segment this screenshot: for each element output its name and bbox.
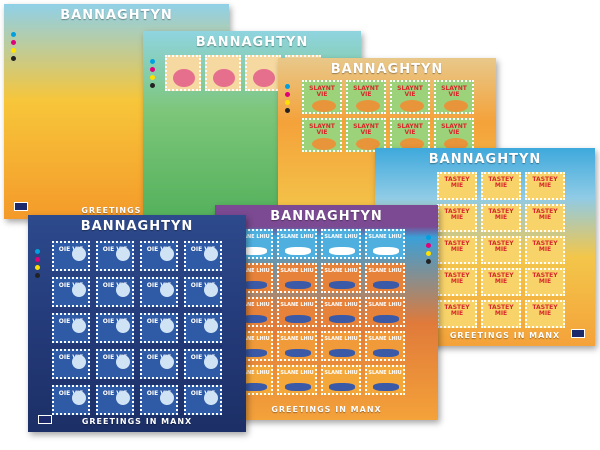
stamp bbox=[245, 55, 281, 91]
sheet-footer: GREETINGS IN MANX bbox=[449, 331, 561, 340]
isle-of-man-post-logo-icon bbox=[571, 329, 585, 338]
sheet-footer: GREETINGS IN MANX bbox=[81, 206, 192, 215]
stamp: OIE VIE bbox=[96, 241, 134, 271]
stamp-sheet-navy: BANNAGHTYN OIE VIE OIE VIE OIE VIE OIE V… bbox=[28, 215, 246, 432]
stamp: SLANE LHIU bbox=[277, 263, 317, 293]
stamp: OIE VIE bbox=[96, 313, 134, 343]
stamp: TASTEY MIE bbox=[481, 172, 521, 200]
stamp: OIE VIE bbox=[52, 241, 90, 271]
stamp: OIE VIE bbox=[184, 241, 222, 271]
stamp: SLANE LHIU bbox=[321, 365, 361, 395]
stamp: OIE VIE bbox=[96, 349, 134, 379]
stamp: SLANE LHIU bbox=[321, 263, 361, 293]
registration-dots-icon bbox=[426, 235, 431, 264]
stamp: TASTEY MIE bbox=[481, 300, 521, 328]
stamp: TASTEY MIE bbox=[525, 236, 565, 264]
stamp: SLAYNT VIE bbox=[390, 118, 430, 152]
stamp: TASTEY MIE bbox=[437, 172, 477, 200]
stamp: OIE VIE bbox=[184, 277, 222, 307]
sheet-footer: GREETINGS IN MANX bbox=[271, 405, 382, 414]
registration-dots-icon bbox=[11, 32, 16, 61]
stamp: TASTEY MIE bbox=[481, 236, 521, 264]
registration-dots-icon bbox=[35, 249, 40, 278]
stamp: SLANE LHIU bbox=[365, 263, 405, 293]
registration-dots-icon bbox=[285, 84, 290, 113]
stamp: TASTEY MIE bbox=[437, 300, 477, 328]
stamp: SLAYNT VIE bbox=[346, 118, 386, 152]
stamp: SLANE LHIU bbox=[233, 331, 273, 361]
stamp: OIE VIE bbox=[52, 277, 90, 307]
stamp: SLAYNT VIE bbox=[390, 80, 430, 114]
isle-of-man-post-logo-icon bbox=[14, 202, 28, 211]
stamp: OIE VIE bbox=[140, 277, 178, 307]
stamp: TASTEY MIE bbox=[525, 204, 565, 232]
stamp: OIE VIE bbox=[140, 385, 178, 415]
stamp: OIE VIE bbox=[184, 313, 222, 343]
sheet-title: BANNAGHTYN bbox=[270, 209, 383, 224]
stamp: OIE VIE bbox=[96, 277, 134, 307]
stamp: TASTEY MIE bbox=[437, 236, 477, 264]
sheet-title: BANNAGHTYN bbox=[428, 152, 542, 167]
stamp bbox=[205, 55, 241, 91]
stamp: SLAYNT VIE bbox=[302, 80, 342, 114]
stamp: OIE VIE bbox=[52, 385, 90, 415]
stamp-sheet-purple: BANNAGHTYN SLANE LHIU SLANE LHIU SLANE L… bbox=[215, 205, 438, 420]
sheet-title: BANNAGHTYN bbox=[195, 35, 309, 50]
stamp bbox=[165, 55, 201, 91]
stamp: SLAYNT VIE bbox=[434, 80, 474, 114]
stamp: SLANE LHIU bbox=[277, 365, 317, 395]
stamp-grid: TASTEY MIE TASTEY MIE TASTEY MIE TASTEY … bbox=[437, 172, 565, 328]
sheet-title: BANNAGHTYN bbox=[60, 8, 173, 23]
sheet-title: BANNAGHTYN bbox=[80, 219, 194, 234]
stamp: OIE VIE bbox=[184, 349, 222, 379]
stamp: TASTEY MIE bbox=[525, 172, 565, 200]
stamp: SLANE LHIU bbox=[365, 365, 405, 395]
stamp-grid: SLAYNT VIE SLAYNT VIE SLAYNT VIE SLAYNT … bbox=[302, 80, 474, 190]
stamp: TASTEY MIE bbox=[525, 300, 565, 328]
stamp: TASTEY MIE bbox=[481, 204, 521, 232]
stamp: SLANE LHIU bbox=[277, 297, 317, 327]
stamp: SLAYNT VIE bbox=[434, 118, 474, 152]
stamp: TASTEY MIE bbox=[437, 268, 477, 296]
stamp: OIE VIE bbox=[52, 313, 90, 343]
stamp: SLAYNT VIE bbox=[346, 80, 386, 114]
stamp: SLANE LHIU bbox=[277, 331, 317, 361]
stamp: OIE VIE bbox=[140, 349, 178, 379]
stamp-grid: OIE VIE OIE VIE OIE VIE OIE VIE OIE VIE … bbox=[52, 241, 222, 415]
stamp: SLANE LHIU bbox=[321, 331, 361, 361]
stamp: OIE VIE bbox=[52, 349, 90, 379]
isle-of-man-post-logo-icon bbox=[38, 415, 52, 424]
stamp: OIE VIE bbox=[96, 385, 134, 415]
stamp: SLANE LHIU bbox=[321, 297, 361, 327]
stamp: OIE VIE bbox=[140, 313, 178, 343]
stamp: SLAYNT VIE bbox=[302, 118, 342, 152]
sheet-footer: GREETINGS IN MANX bbox=[81, 417, 193, 426]
stamp: TASTEY MIE bbox=[525, 268, 565, 296]
stamp-grid: SLANE LHIU SLANE LHIU SLANE LHIU SLANE L… bbox=[233, 229, 405, 395]
registration-dots-icon bbox=[150, 59, 155, 88]
stamp: SLANE LHIU bbox=[277, 229, 317, 259]
stamp: OIE VIE bbox=[184, 385, 222, 415]
stamp: SLANE LHIU bbox=[365, 331, 405, 361]
sheet-title: BANNAGHTYN bbox=[330, 62, 444, 77]
stamp: SLANE LHIU bbox=[321, 229, 361, 259]
stamp: TASTEY MIE bbox=[481, 268, 521, 296]
stamp: SLANE LHIU bbox=[365, 297, 405, 327]
stamp: SLANE LHIU bbox=[365, 229, 405, 259]
stamp: OIE VIE bbox=[140, 241, 178, 271]
stamp: TASTEY MIE bbox=[437, 204, 477, 232]
